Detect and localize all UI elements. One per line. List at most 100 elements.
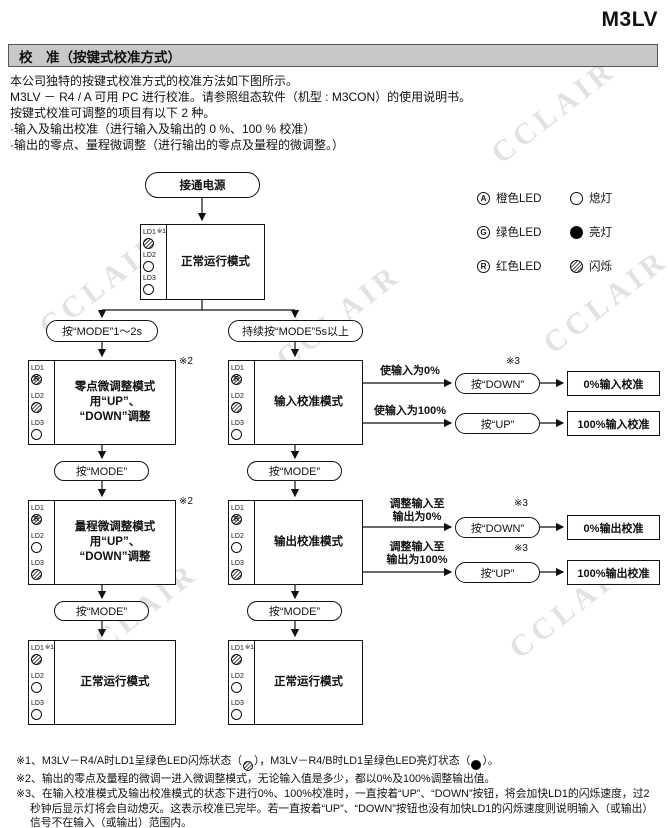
led-label: LD1 [231,645,244,652]
mode-title: 输入校准模式 [274,396,343,408]
blink-symbol-icon [243,760,254,771]
led-column: LD1 LD2 LD3 [229,501,255,584]
mark-3: ※3 [514,543,528,554]
ld1-indicator [231,374,242,385]
led-label: LD3 [31,700,44,707]
led-label: LD2 [231,392,244,400]
led-column: LD1※1 LD2 LD3 [229,641,255,724]
mode-title: 正常运行模式 [274,676,343,688]
mode-button-node: 按“MODE” [247,601,342,621]
ld1-indicator [231,654,242,665]
zero-adjust-mode-box: LD1 LD2 LD3 零点微调整模式 用“UP”、 “DOWN”调整 [28,360,176,445]
mode-hint: 用“UP”、 [89,396,141,408]
footnote-text: ※1、M3LV－R4/A时LD1呈绿色LED闪烁状态（ [16,755,243,767]
intro-paragraphs: 本公司独特的按键式校准方式的校准方法如下图所示。 M3LV － R4 / A 可… [10,73,662,153]
label-line: 调整输入至 [389,498,445,510]
mode-button-node: 按“MODE” [54,601,149,621]
result-output-0: 0%输出校准 [567,515,660,540]
led-label: LD1 [231,365,244,372]
ld3-indicator [31,569,42,580]
span-adjust-mode-box: LD1 LD2 LD3 量程微调整模式 用“UP”、 “DOWN”调整 [28,500,176,585]
label-line: 输出为100% [386,554,448,566]
led-note: ※1 [44,644,54,651]
intro-line: ·输出的零点、量程微调整（进行输出的零点及量程的微调整。） [10,138,344,152]
legend-label: 亮灯 [589,227,612,239]
ld3-indicator [231,569,242,580]
label-line: 调整输入至 [389,541,445,553]
led-legend: 橙色LED 熄灯 绿色LED 亮灯 红色LED 闪烁 [477,188,612,290]
down-button-node: 按“DOWN” [455,517,540,538]
footnote-2: ※2、输出的零点及量程的微调一进入微调整模式，无论输入值是多少，都以0%及100… [16,772,496,785]
ld2-indicator [231,401,242,413]
led-blink-icon [570,259,583,273]
legend-row: 橙色LED 熄灯 [477,188,612,208]
led-label: LD3 [231,700,244,707]
result-output-100: 100%输出校准 [567,560,660,585]
led-label: LD2 [31,672,44,680]
led-label: LD2 [31,392,44,400]
led-label: LD2 [231,532,244,540]
led-note: ※1 [156,228,166,235]
output-100-label: 调整输入至 输出为100% [378,541,456,567]
led-label: LD2 [31,532,44,540]
input-100-label: 使输入为100% [373,405,447,417]
led-column: LD1 LD2 LD3 [229,361,255,444]
led-item: LD2 [143,251,166,272]
ld2-indicator [143,261,154,272]
mode-title: 零点微调整模式 [74,381,156,393]
result-input-100: 100%输入校准 [567,411,660,436]
ld3-indicator [143,284,154,295]
normal-mode-box-bottom-left: LD1※1 LD2 LD3 正常运行模式 [28,640,176,725]
ld3-indicator [31,709,42,720]
led-label: LD3 [231,560,244,567]
led-label: LD1 [31,645,44,652]
legend-label: 熄灯 [589,193,612,205]
led-label: LD3 [31,420,44,427]
led-label: LD3 [143,275,156,282]
ld3-indicator [231,709,242,720]
down-button-node: 按“DOWN” [455,373,540,394]
mode-title: 输出校准模式 [274,536,343,548]
led-label: LD2 [231,672,244,680]
legend-row: 红色LED 闪烁 [477,256,612,276]
label-line: 输出为0% [392,511,442,523]
intro-line: M3LV － R4 / A 可用 PC 进行校准。请参照组态软件（机型 : M3… [10,90,472,104]
ld2-indicator [31,681,42,693]
led-item: LD1※1 [143,228,166,249]
ld1-indicator [31,374,42,385]
led-label: LD1 [143,229,156,236]
intro-line: ·输入及输出校准（进行输入及输出的 0 %、100 % 校准） [10,122,316,136]
mode-button-long-node: 持续按“MODE”5s以上 [228,320,363,342]
mode-hint: 用“UP”、 [89,536,141,548]
legend-label: 闪烁 [589,261,612,273]
ld1-indicator [31,514,42,525]
mark-3: ※3 [506,356,520,367]
footnotes: ※1、M3LV－R4/A时LD1呈绿色LED闪烁状态（），M3LV－R4/B时L… [16,754,660,828]
ld3-indicator [231,429,242,440]
led-label: LD3 [31,560,44,567]
led-label: LD1 [31,505,44,512]
intro-line: 按键式校准可调整的项目有以下 2 种。 [10,106,216,120]
ld2-indicator [231,681,242,693]
led-label: LD2 [143,252,156,259]
footnote-1: ※1、M3LV－R4/A时LD1呈绿色LED闪烁状态（），M3LV－R4/B时L… [16,754,660,771]
mode-title: 量程微调整模式 [74,521,156,533]
input-0-label: 使输入为0% [380,365,440,377]
ld1-indicator [31,654,42,665]
red-led-icon [477,259,490,273]
led-on-icon [570,225,583,239]
legend-row: 绿色LED 亮灯 [477,222,612,242]
mark-2: ※2 [179,496,193,507]
ld2-indicator [31,541,42,553]
up-button-node: 按“UP” [455,562,540,583]
product-title: M3LV [601,8,658,31]
led-note: ※1 [244,644,254,651]
mode-hint: “DOWN”调整 [79,411,151,423]
ld1-indicator [231,514,242,525]
footnote-text: ）。 [482,755,499,767]
mark-2: ※2 [179,356,193,367]
green-on-symbol-icon [471,759,482,770]
mode-button-short-node: 按“MODE”1～2s [46,320,158,342]
